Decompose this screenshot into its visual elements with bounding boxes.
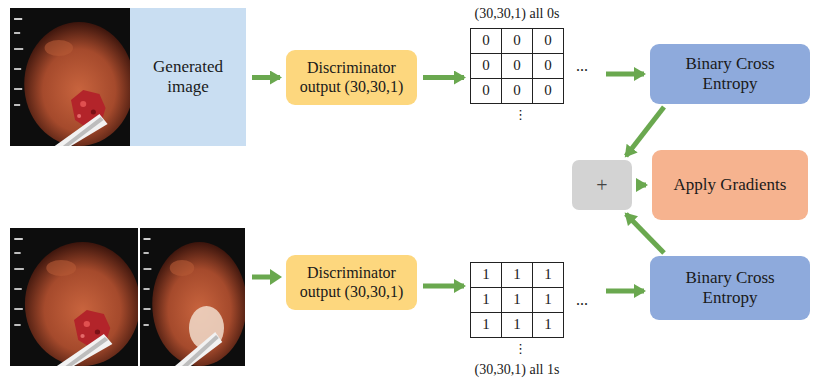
grid-cell: 1 bbox=[501, 312, 533, 338]
grid-cell: 0 bbox=[470, 78, 502, 104]
cell-value: 1 bbox=[482, 266, 490, 283]
cell-value: 1 bbox=[544, 291, 552, 308]
cell-value: 0 bbox=[513, 32, 521, 49]
loss-box: Binary Cross Entropy bbox=[650, 44, 810, 104]
text-stack: Generated image bbox=[138, 57, 238, 96]
grid-cell: 0 bbox=[470, 53, 502, 79]
flow-arrow bbox=[638, 183, 646, 188]
flow-arrow bbox=[606, 72, 644, 77]
cell-value: 1 bbox=[513, 316, 521, 333]
text-stack: Discriminator output (30,30,1) bbox=[292, 59, 411, 96]
cell-value: 0 bbox=[544, 32, 552, 49]
grid-cell: 1 bbox=[532, 262, 564, 288]
flow-arrow bbox=[423, 284, 464, 289]
grid-cell: 0 bbox=[470, 28, 502, 54]
grid-cell: 1 bbox=[470, 312, 502, 338]
loss-box: Binary Cross Entropy bbox=[650, 256, 810, 320]
cell-value: 0 bbox=[544, 82, 552, 99]
cell-value: 1 bbox=[544, 316, 552, 333]
cell-value: 0 bbox=[482, 57, 490, 74]
cell-value: 0 bbox=[482, 82, 490, 99]
box-text: Apply Gradients bbox=[674, 175, 787, 195]
ellipsis-mark: ... bbox=[576, 292, 588, 308]
box-text: Binary Cross Entropy bbox=[668, 54, 792, 93]
cell-value: 1 bbox=[482, 316, 490, 333]
box-text: + bbox=[596, 174, 607, 197]
box-text: Discriminator output (30,30,1) bbox=[292, 264, 411, 301]
cell-value: 0 bbox=[482, 32, 490, 49]
flow-arrow bbox=[626, 214, 664, 253]
grid-heading: (30,30,1) all 0s bbox=[460, 6, 574, 22]
cell-value: 1 bbox=[544, 266, 552, 283]
discriminator-box: Discriminator output (30,30,1) bbox=[286, 255, 417, 310]
grid-cell: 1 bbox=[501, 287, 533, 313]
flow-arrow bbox=[626, 107, 664, 156]
cell-value: 0 bbox=[513, 57, 521, 74]
ellipsis-mark: ... bbox=[576, 58, 588, 74]
vertical-ellipsis: ⋮ bbox=[514, 108, 527, 121]
grid-cell: 1 bbox=[501, 262, 533, 288]
grid-heading: (30,30,1) all 1s bbox=[460, 362, 574, 378]
grid-cell: 1 bbox=[470, 262, 502, 288]
text-stack: Binary Cross Entropy bbox=[668, 268, 792, 307]
text-stack: Apply Gradients bbox=[674, 175, 787, 195]
grid-cell: 1 bbox=[532, 312, 564, 338]
box-text: Binary Cross Entropy bbox=[668, 268, 792, 307]
text-stack: + bbox=[596, 174, 607, 197]
cell-value: 0 bbox=[544, 57, 552, 74]
flow-arrow bbox=[606, 289, 644, 294]
grid-cell: 1 bbox=[532, 287, 564, 313]
grid-cell: 0 bbox=[501, 28, 533, 54]
grid-cell: 0 bbox=[532, 53, 564, 79]
cell-value: 1 bbox=[482, 291, 490, 308]
flow-arrow bbox=[252, 75, 280, 80]
text-stack: Binary Cross Entropy bbox=[668, 54, 792, 93]
gradient-box: Apply Gradients bbox=[652, 150, 808, 220]
box-text: Generated image bbox=[138, 57, 238, 96]
grid-cell: 0 bbox=[532, 28, 564, 54]
grid-cell: 0 bbox=[532, 78, 564, 104]
text-stack: Discriminator output (30,30,1) bbox=[292, 264, 411, 301]
cell-value: 0 bbox=[513, 82, 521, 99]
box-text: Discriminator output (30,30,1) bbox=[292, 59, 411, 96]
grid-cell: 0 bbox=[501, 78, 533, 104]
vertical-ellipsis: ⋮ bbox=[514, 342, 527, 355]
input-box: Generated image bbox=[130, 8, 246, 146]
grid-cell: 1 bbox=[470, 287, 502, 313]
cell-value: 1 bbox=[513, 266, 521, 283]
cell-value: 1 bbox=[513, 291, 521, 308]
flow-arrow bbox=[423, 75, 464, 80]
grid-cell: 0 bbox=[501, 53, 533, 79]
sum-box: + bbox=[572, 160, 632, 210]
discriminator-box: Discriminator output (30,30,1) bbox=[286, 50, 417, 105]
